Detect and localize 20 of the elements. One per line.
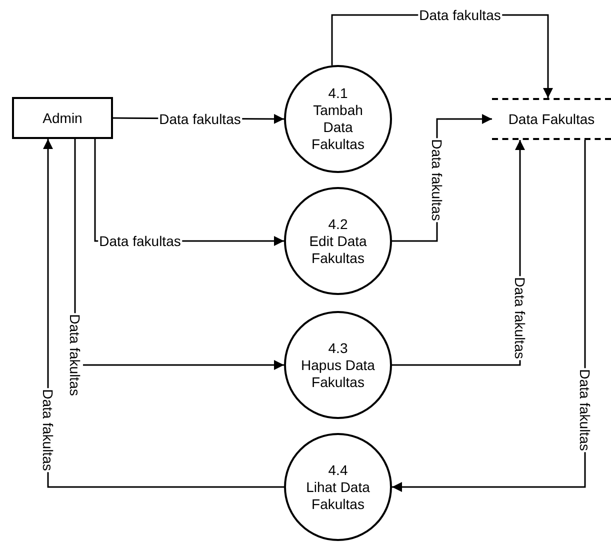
edge-label: Data fakultas <box>577 368 593 452</box>
edge-label: Data fakultas <box>512 276 528 360</box>
edge-label: Data fakultas <box>40 388 56 472</box>
process-number: 4.3 <box>327 340 349 356</box>
data-store <box>492 98 611 140</box>
process-number: 4.4 <box>327 462 349 478</box>
node-label: Lihat Data Fakultas <box>305 478 371 512</box>
edge-label: Data fakultas <box>418 7 502 23</box>
node-label: Data Fakultas <box>508 110 595 128</box>
process-number: 4.1 <box>327 85 349 102</box>
process-number: 4.2 <box>327 216 349 232</box>
edge-label: Data fakultas <box>67 313 83 397</box>
node-label: Edit Data Fakultas <box>308 232 368 266</box>
edge-label: Data fakultas <box>158 111 242 127</box>
edge-label: Data fakultas <box>429 138 445 222</box>
node-label: Admin <box>42 110 82 126</box>
node-label: Hapus Data Fakultas <box>300 356 376 390</box>
node-label: Tambah Data Fakultas <box>310 102 366 153</box>
entity-box <box>12 97 113 139</box>
edge-label: Data fakultas <box>98 233 182 249</box>
